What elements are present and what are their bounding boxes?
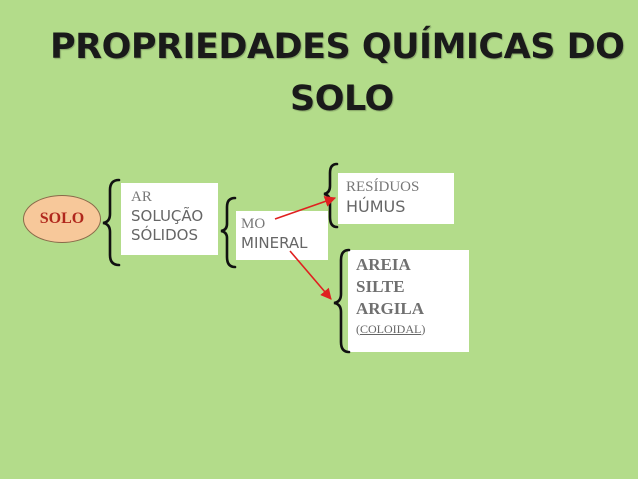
mineral-argila: ARGILA <box>356 299 425 318</box>
colloidal-note: (COLOIDAL) <box>356 322 426 336</box>
title-line-2: SOLO <box>290 79 394 119</box>
phase-solucao: SOLUÇÃO <box>131 207 204 225</box>
solid-mo: MO <box>241 216 266 232</box>
soil-phases-box: AR SOLUÇÃO SÓLIDOS <box>121 183 218 255</box>
organic-humus: HÚMUS <box>346 197 406 216</box>
phase-ar: AR <box>131 189 152 205</box>
solo-label: SOLO <box>39 210 85 227</box>
mineral-silte: SILTE <box>356 277 405 296</box>
mineral-fraction-box: AREIA SILTE ARGILA (COLOIDAL) <box>348 250 469 352</box>
brace-icon <box>102 178 121 267</box>
brace-icon <box>220 196 237 269</box>
solids-box: MO MINERAL <box>236 211 328 260</box>
brace-icon <box>333 248 351 354</box>
title-line-1: PROPRIEDADES QUÍMICAS DO <box>50 27 625 67</box>
solo-node: SOLO <box>23 195 101 243</box>
colloidal-word: COLOIDAL <box>360 322 422 336</box>
organic-matter-box: RESÍDUOS HÚMUS <box>338 173 454 224</box>
solid-mineral: MINERAL <box>241 234 308 252</box>
mineral-areia: AREIA <box>356 255 411 274</box>
organic-residuos: RESÍDUOS <box>346 179 420 195</box>
phase-solidos: SÓLIDOS <box>131 226 198 244</box>
